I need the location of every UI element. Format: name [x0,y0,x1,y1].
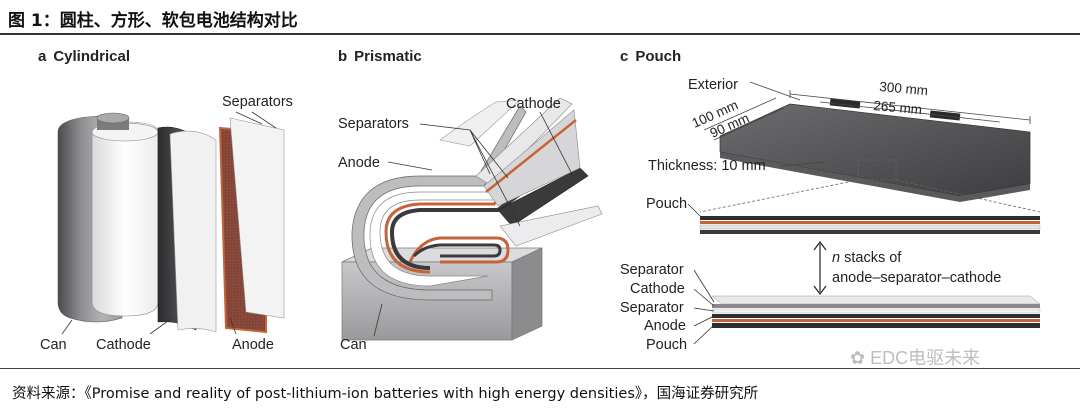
label-c-n-italic: n [832,250,841,266]
top-rule [0,33,1080,35]
panel-a-heading: a Cylindrical [38,48,130,65]
panel-c-heading: c Pouch [620,48,681,65]
panel-b-title: Prismatic [354,48,422,65]
label-c-exterior: Exterior [688,77,738,93]
prismatic-anode-copper [384,140,562,274]
label-c-pouch-top: Pouch [646,196,688,212]
cylindrical-white-roll [91,121,159,317]
watermark-icon: ✿ [850,348,866,368]
label-b-can: Can [340,337,367,353]
label-b-cathode: Cathode [506,96,561,112]
label-c-stack-composition: anode–separator–cathode [832,270,1002,286]
label-c-separator-2: Separator [620,300,684,316]
label-a-can: Can [40,337,67,353]
watermark-text: EDC电驱未来 [870,348,981,368]
panel-b-letter: b [338,48,348,65]
panel-b-heading: b Prismatic [338,48,422,65]
watermark: ✿ EDC电驱未来 [850,344,980,370]
figure-title: 图 1：圆柱、方形、软包电池结构对比 [8,11,298,31]
label-c-n-stacks: n stacks of [832,251,901,266]
label-c-separator-1: Separator [620,262,684,278]
label-a-anode: Anode [232,337,274,353]
cylindrical-cell-drawing [57,111,285,335]
panel-c-title: Pouch [635,48,682,65]
panel-c-letter: c [620,48,629,65]
source-note: 资料来源：《Promise and reality of post-lithiu… [12,386,759,402]
label-a-cathode: Cathode [96,337,151,353]
label-b-separators: Separators [338,116,409,132]
pouch-cell-drawing [687,81,1041,345]
label-c-cathode: Cathode [630,281,685,297]
label-c-pouch-bottom: Pouch [646,337,688,353]
label-a-separators: Separators [222,94,293,110]
bottom-rule [0,368,1080,369]
panel-a-letter: a [38,48,47,65]
label-b-anode: Anode [338,155,380,171]
label-c-anode: Anode [644,318,686,334]
pouch-stack-bottom [711,295,1041,305]
panel-a-title: Cylindrical [53,48,131,65]
prismatic-cell-drawing [341,97,603,341]
label-c-thickness: Thickness: 10 mm [648,158,766,174]
label-c-stacks-of: stacks of [844,250,902,266]
